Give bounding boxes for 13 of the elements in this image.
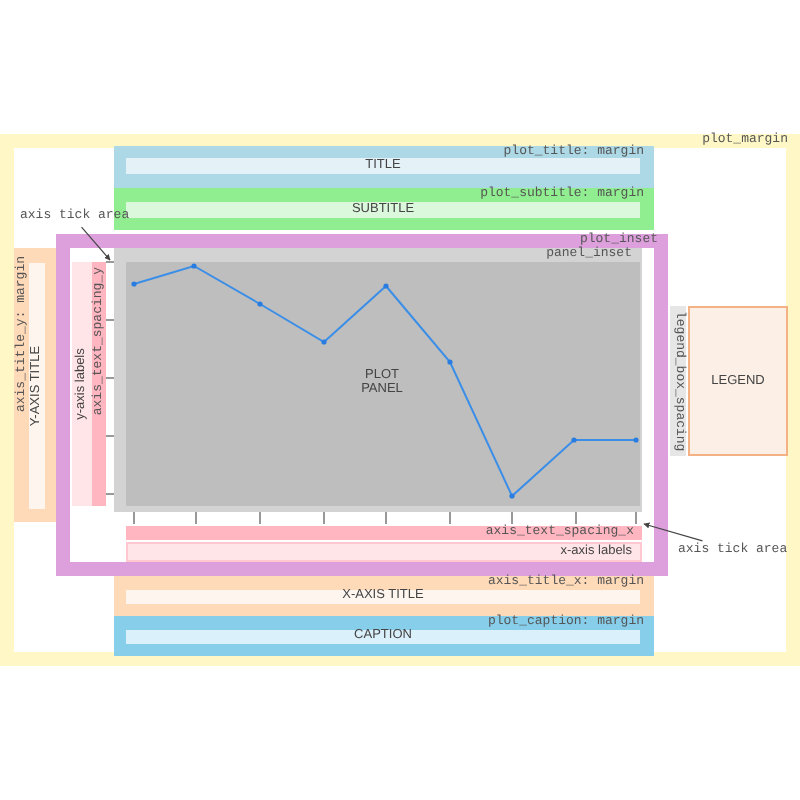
spacing-band <box>92 262 106 506</box>
leader-line <box>80 226 111 261</box>
title-margin-band <box>114 146 654 188</box>
axis-labels-band <box>72 262 92 506</box>
spacing-band <box>126 526 642 540</box>
axis-title-margin-band <box>14 248 56 522</box>
legend-box <box>688 306 788 456</box>
plot-margin-frame <box>0 134 800 666</box>
axis-title-margin-band <box>114 576 654 616</box>
caption-margin-band <box>114 616 654 656</box>
leader-line <box>643 522 704 542</box>
axis-labels-band <box>126 542 642 562</box>
plot-inset-frame <box>56 234 668 576</box>
